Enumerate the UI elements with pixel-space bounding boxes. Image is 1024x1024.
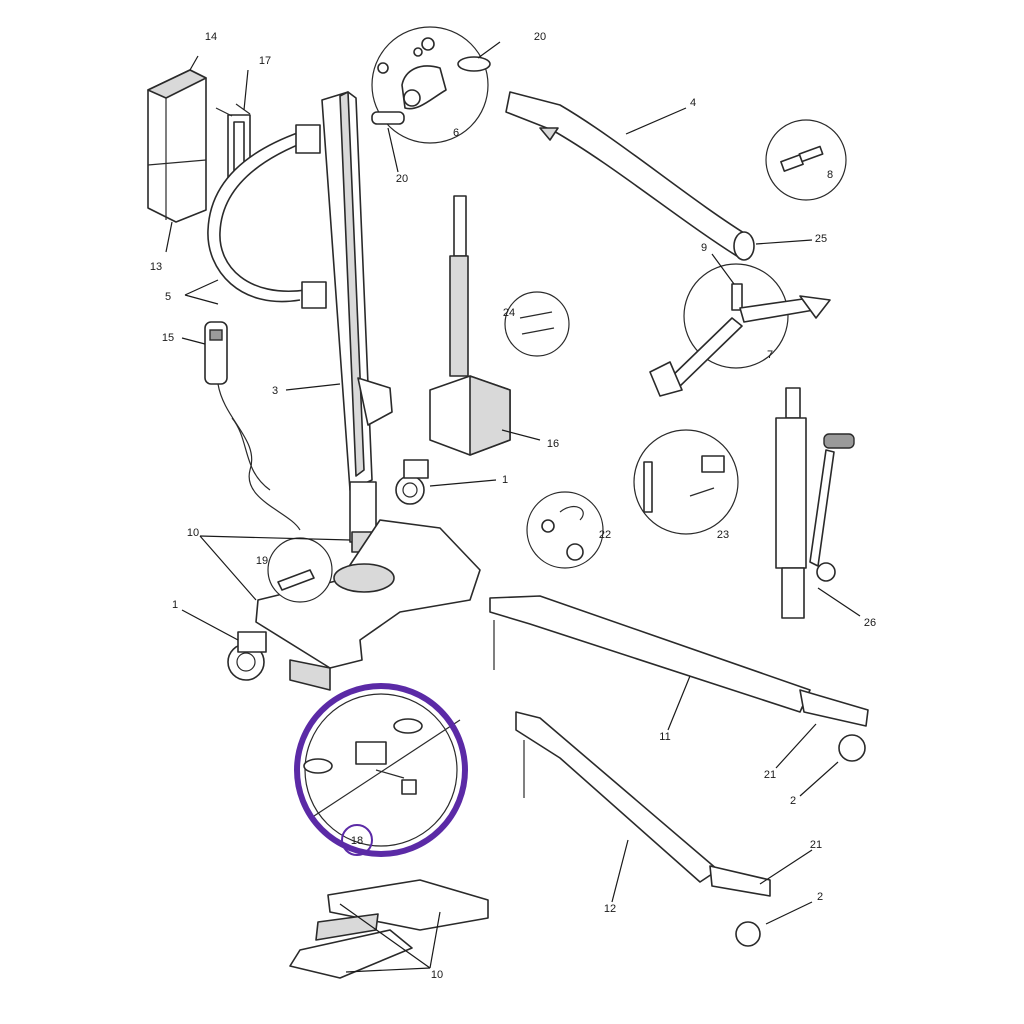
callout-17: 17 — [259, 55, 271, 67]
callout-18: 18 — [351, 835, 363, 847]
callout-2-right: 2 — [790, 795, 796, 807]
callout-14: 14 — [205, 31, 217, 43]
pin-detail-24 — [504, 291, 570, 357]
callout-6: 6 — [453, 127, 459, 139]
actuator — [429, 195, 511, 456]
brake-assembly-detail-18 — [303, 693, 461, 847]
leader-lines — [165, 41, 861, 973]
battery-pack — [147, 69, 207, 223]
clip-detail-19 — [267, 537, 333, 603]
callout-21-right: 21 — [764, 769, 776, 781]
base-cover-plates — [289, 879, 489, 979]
boom — [505, 91, 755, 261]
highlight-label-ring-18 — [341, 824, 373, 856]
spreader-bar-detail — [649, 263, 831, 397]
base-chassis — [255, 519, 481, 691]
callout-9: 9 — [701, 242, 707, 254]
castor-front — [395, 459, 429, 505]
hand-control — [204, 321, 301, 531]
callout-21-left: 21 — [810, 839, 822, 851]
callout-22: 22 — [599, 529, 611, 541]
callout-24: 24 — [503, 307, 515, 319]
callout-8: 8 — [827, 169, 833, 181]
highlight-ring-part-18 — [294, 683, 468, 857]
callout-13: 13 — [150, 261, 162, 273]
callout-1-front: 1 — [502, 474, 508, 486]
knob-detail-22 — [526, 491, 604, 569]
callout-15: 15 — [162, 332, 174, 344]
callout-25: 25 — [815, 233, 827, 245]
callout-12: 12 — [604, 903, 616, 915]
callout-16: 16 — [547, 438, 559, 450]
callout-10-top: 10 — [187, 527, 199, 539]
callout-2-left: 2 — [817, 891, 823, 903]
callout-4: 4 — [690, 97, 696, 109]
callout-7: 7 — [767, 349, 773, 361]
callout-20-top: 20 — [534, 31, 546, 43]
callout-1-rear: 1 — [172, 599, 178, 611]
bracket-detail-23 — [633, 429, 739, 535]
leg-right — [489, 595, 869, 762]
mast — [321, 91, 393, 553]
callout-3: 3 — [272, 385, 278, 397]
callout-20-bottom: 20 — [396, 173, 408, 185]
pin-detail-8 — [765, 119, 847, 201]
pump-actuator — [775, 387, 855, 619]
leg-left — [515, 711, 771, 947]
callout-23: 23 — [717, 529, 729, 541]
boom-bracket-detail — [371, 26, 491, 144]
callout-26: 26 — [864, 617, 876, 629]
callout-labels: 14 17 20 6 20 4 8 25 9 7 13 5 15 3 24 16… — [150, 31, 876, 981]
castor-rear — [227, 631, 267, 681]
callout-5: 5 — [165, 291, 171, 303]
callout-19: 19 — [256, 555, 268, 567]
callout-10-bottom: 10 — [431, 969, 443, 981]
push-handle — [207, 124, 327, 309]
callout-11: 11 — [659, 731, 670, 743]
